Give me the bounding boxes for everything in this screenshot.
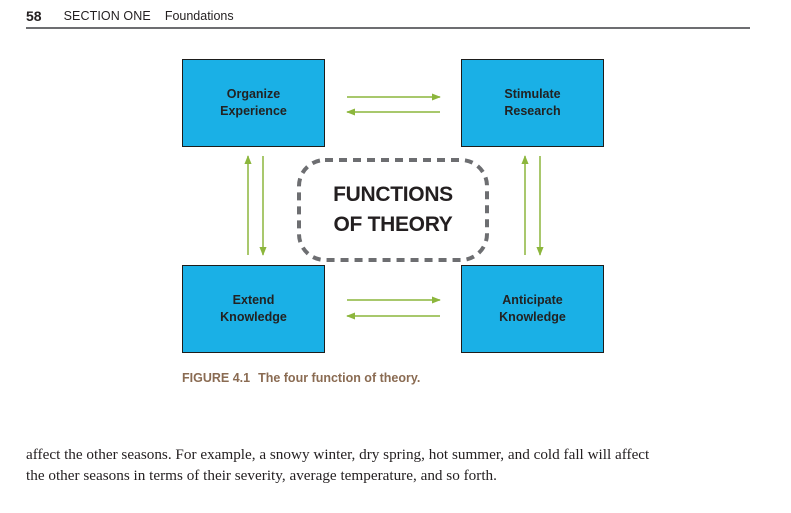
section-title: Foundations	[164, 9, 234, 23]
box-stimulate-research: Stimulate Research	[461, 59, 604, 147]
box-anticipate-knowledge: Anticipate Knowledge	[461, 265, 604, 353]
center-dashed-border	[297, 158, 489, 262]
figure-caption: FIGURE 4.1 The four function of theory.	[182, 371, 420, 385]
box-organize-experience: Organize Experience	[182, 59, 325, 147]
body-line: affect the other seasons. For example, a…	[26, 446, 650, 463]
center-title: FUNCTIONS OF THEORY	[298, 160, 488, 260]
box-label-line-2: Knowledge	[499, 310, 566, 324]
figure-label: FIGURE 4.1	[182, 371, 251, 385]
box-label-line-1: Organize	[226, 87, 281, 101]
box-label-line-1: Extend	[232, 293, 275, 307]
body-line: the other seasons in terms of their seve…	[26, 467, 497, 484]
box-label-line-2: Experience	[220, 104, 287, 118]
box-extend-knowledge: Extend Knowledge	[182, 265, 325, 353]
section-label: SECTION ONE	[63, 9, 151, 23]
box-label-line-2: Research	[504, 104, 561, 118]
box-label-line-2: Knowledge	[220, 310, 287, 324]
center-title-line-1: FUNCTIONS	[333, 183, 453, 206]
figure-caption-text: The four function of theory.	[258, 371, 421, 385]
body-paragraph: affect the other seasons. For example, a…	[26, 444, 756, 486]
header-rule	[26, 27, 750, 29]
running-header: 58 SECTION ONE Foundations	[26, 5, 750, 27]
box-label-line-1: Stimulate	[504, 87, 561, 101]
page-number: 58	[26, 8, 42, 24]
box-label-line-1: Anticipate	[502, 293, 563, 307]
center-title-line-2: OF THEORY	[333, 213, 453, 236]
